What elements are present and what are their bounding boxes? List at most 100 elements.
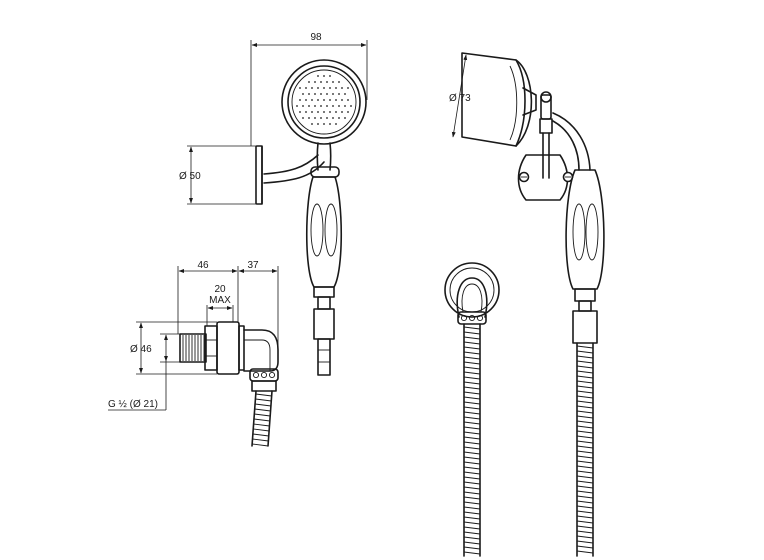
side-view-hose-ring	[576, 345, 594, 349]
outlet-hose-ring	[253, 428, 270, 432]
wall-hook-hose-ring	[463, 521, 481, 525]
spray-hole	[341, 87, 343, 89]
spray-hole	[320, 105, 322, 107]
side-view-hose-ring	[576, 360, 594, 364]
spray-hole	[314, 81, 316, 83]
wall-outlet-view	[179, 321, 279, 447]
side-view-hose-ring	[576, 395, 594, 399]
spray-hole	[350, 105, 352, 107]
spray-hole	[299, 111, 301, 113]
spray-hole	[305, 87, 307, 89]
side-view-hose-ring	[576, 545, 594, 549]
label-46-depth: 46	[197, 260, 209, 271]
spray-hole	[308, 93, 310, 95]
wall-hook-hose-ring	[463, 376, 481, 380]
spray-hole	[311, 123, 313, 125]
spray-hole	[329, 75, 331, 77]
wall-hook-hose-ring	[463, 526, 481, 530]
wall-hook-hose-ring	[463, 431, 481, 435]
dimension-adjustment-max: 20 MAX	[206, 284, 234, 326]
spray-hole	[302, 105, 304, 107]
spray-hole	[347, 99, 349, 101]
spray-hole	[329, 99, 331, 101]
dimension-hand-shower-width: 98	[250, 32, 368, 146]
wall-hook-hose-ring	[463, 496, 481, 500]
spray-hole	[326, 117, 328, 119]
label-thread-spec: G ½ (Ø 21)	[108, 399, 158, 410]
side-view-hand-shower	[461, 52, 605, 557]
wall-hook-hose-ring	[463, 516, 481, 520]
wall-hook-hose-ring	[463, 506, 481, 510]
wall-hook-hose-ring	[463, 461, 481, 465]
side-view-hose-ring	[576, 520, 594, 524]
spray-hole	[317, 123, 319, 125]
side-view-hose-ring	[576, 405, 594, 409]
spray-hole	[326, 93, 328, 95]
side-view-hose-ring	[576, 535, 594, 539]
spray-hole	[323, 123, 325, 125]
wall-hook-hose-ring	[463, 381, 481, 385]
outlet-hose-ring	[255, 393, 272, 397]
outlet-hose-ring	[252, 433, 269, 437]
side-view-hose	[576, 342, 594, 557]
wall-hook-front-view	[444, 262, 500, 557]
side-view-hose-ring	[576, 370, 594, 374]
wall-hook-hose-ring	[463, 486, 481, 490]
wall-hook-hose-ring	[463, 536, 481, 540]
spray-hole	[335, 123, 337, 125]
spray-hole	[317, 87, 319, 89]
thread-lines	[182, 335, 205, 361]
side-view-hose-ring	[576, 365, 594, 369]
wall-hook-hose-ring	[463, 386, 481, 390]
spray-hole	[302, 117, 304, 119]
spray-hole	[332, 93, 334, 95]
side-view-hose-ring	[576, 415, 594, 419]
side-view-hose-ring	[576, 410, 594, 414]
wall-hook-hose-ring	[463, 446, 481, 450]
spray-hole	[305, 99, 307, 101]
outlet-hose-ring	[252, 443, 269, 447]
side-view-hose-ring	[576, 445, 594, 449]
side-view-hose-ring	[576, 380, 594, 384]
wall-hook-hose-ring	[463, 326, 481, 330]
wall-hook-hose-ring	[463, 391, 481, 395]
dimension-shower-head-diameter: Ø 73	[449, 54, 471, 138]
spray-hole	[311, 111, 313, 113]
wall-hook-hose-ring	[463, 416, 481, 420]
wall-hook-hose-ring	[463, 466, 481, 470]
spray-hole	[332, 81, 334, 83]
spray-hole	[323, 75, 325, 77]
wall-hook-hose-ring	[463, 401, 481, 405]
spray-hole	[326, 81, 328, 83]
spray-hole	[299, 99, 301, 101]
spray-hole	[308, 105, 310, 107]
spray-hole	[308, 81, 310, 83]
side-view-hose-ring	[576, 355, 594, 359]
label-20: 20	[214, 284, 226, 295]
spray-hole	[305, 111, 307, 113]
side-view-hose-ring	[576, 495, 594, 499]
side-view-hose-ring	[576, 540, 594, 544]
spray-hole	[314, 93, 316, 95]
spray-hole	[323, 111, 325, 113]
wall-hook-hose-ring	[463, 501, 481, 505]
label-diameter-46: Ø 46	[130, 344, 152, 355]
spray-hole	[311, 99, 313, 101]
side-view-hose-ring	[576, 530, 594, 534]
wall-hook-hose-ring	[463, 351, 481, 355]
side-view-hose-ring	[576, 430, 594, 434]
spray-hole	[329, 111, 331, 113]
wall-hook-hose-ring	[463, 441, 481, 445]
outlet-hose-ring	[252, 438, 269, 442]
outlet-hose	[251, 390, 273, 447]
side-view-hose-ring	[576, 450, 594, 454]
side-view-hose-ring	[576, 480, 594, 484]
side-view-hose-ring	[576, 505, 594, 509]
side-view-hose-ring	[576, 525, 594, 529]
wall-hook-hose-ring	[463, 546, 481, 550]
wall-hook-hose-ring	[463, 411, 481, 415]
side-view-hose-ring	[576, 385, 594, 389]
side-view-hose-ring	[576, 470, 594, 474]
side-view-hose-ring	[576, 435, 594, 439]
spray-hole	[323, 87, 325, 89]
